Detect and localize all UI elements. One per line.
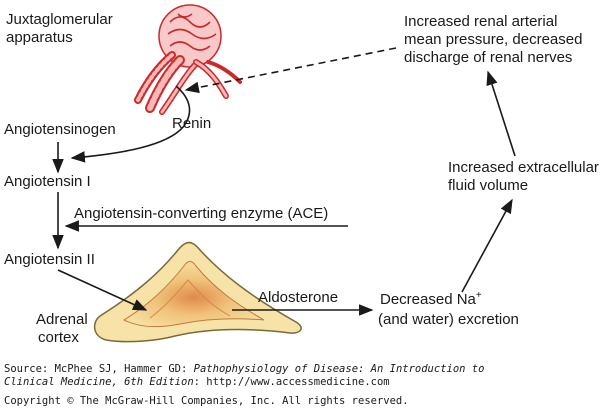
label-increased-ecf: Increased extracellular bbox=[448, 159, 599, 176]
source-footer: Source: McPhee SJ, Hammer GD: Pathophysi… bbox=[4, 363, 484, 407]
label-angiotensin-2: Angiotensin II bbox=[4, 251, 95, 268]
label-apparatus: apparatus bbox=[6, 29, 73, 46]
label-adrenal: Adrenal bbox=[36, 311, 88, 328]
label-water-excretion: (and water) excretion bbox=[378, 311, 519, 328]
adrenal-gland-illustration bbox=[93, 241, 302, 343]
label-renin: Renin bbox=[172, 115, 211, 132]
label-aldosterone: Aldosterone bbox=[258, 289, 338, 306]
label-pressure-line3: discharge of renal nerves bbox=[404, 49, 572, 66]
label-juxtaglomerular: Juxtaglomerular bbox=[6, 11, 113, 28]
label-decreased-na: Decreased Na+ bbox=[380, 290, 482, 308]
source-line-1: Source: McPhee SJ, Hammer GD: Pathophysi… bbox=[4, 363, 484, 375]
label-pressure-line2: mean pressure, decreased bbox=[404, 31, 582, 48]
juxtaglomerular-apparatus-illustration bbox=[134, 4, 242, 115]
label-angiotensin-1: Angiotensin I bbox=[4, 173, 91, 190]
arrow-ecf-to-pressure bbox=[486, 70, 516, 157]
label-pressure-line1: Increased renal arterial bbox=[404, 13, 557, 30]
source-line-2: Clinical Medicine, 6th Edition: http://w… bbox=[4, 376, 390, 388]
label-angiotensinogen: Angiotensinogen bbox=[4, 121, 116, 138]
arrows bbox=[52, 47, 516, 316]
arrow-renin-to-angiotensin1 bbox=[70, 85, 191, 163]
arrow-na-to-ecf bbox=[461, 198, 513, 293]
copyright-line: Copyright © The McGraw-Hill Companies, I… bbox=[4, 395, 409, 407]
arrow-angiotensin2-to-adrenal bbox=[57, 269, 148, 311]
arrow-pressure-feedback-dashed bbox=[184, 47, 397, 94]
label-ace: Angiotensin-converting enzyme (ACE) bbox=[74, 205, 328, 222]
label-cortex: cortex bbox=[38, 329, 79, 346]
label-fluid-volume: fluid volume bbox=[448, 177, 528, 194]
